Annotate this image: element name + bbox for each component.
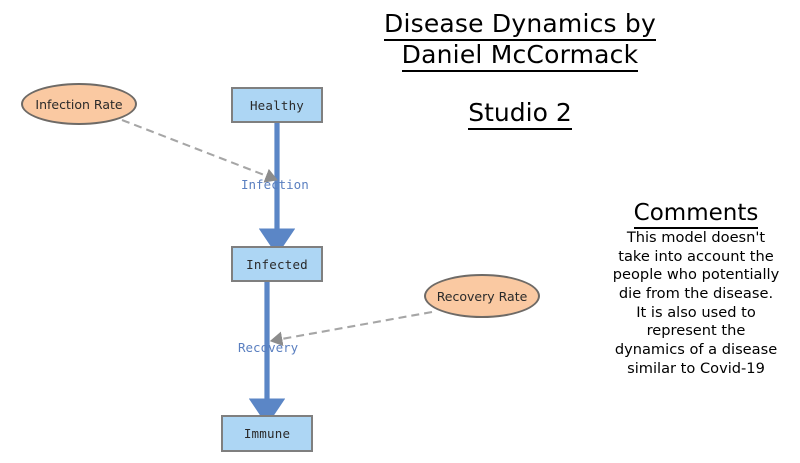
page-title-line-1-text: Disease Dynamics by: [384, 9, 656, 41]
page-title-line-2: Daniel McCormack: [360, 39, 680, 72]
stock-immune[interactable]: Immune: [221, 415, 313, 452]
stock-healthy[interactable]: Healthy: [231, 87, 323, 123]
page-subtitle-row: Studio 2: [360, 98, 680, 130]
flow-label-infection: Infection: [241, 177, 309, 192]
page-title-line-2-text: Daniel McCormack: [401, 40, 639, 72]
influence-link-recovery-rate: [269, 310, 433, 347]
stock-healthy-label: Healthy: [249, 97, 305, 113]
flow-label-recovery: Recovery: [238, 340, 299, 355]
stock-immune-label: Immune: [243, 426, 291, 441]
page-title: Disease Dynamics by Daniel McCormack: [360, 8, 680, 72]
stock-infected[interactable]: Infected: [231, 246, 323, 282]
page-subtitle: Studio 2: [360, 98, 680, 130]
influence-link-infection-rate: [121, 119, 278, 183]
rate-recovery-rate[interactable]: Recovery Rate: [424, 274, 540, 318]
page-subtitle-text: Studio 2: [468, 98, 572, 130]
stock-infected-label: Infected: [246, 256, 308, 272]
comments-body: This model doesn't take into account the…: [612, 229, 780, 377]
page-title-line-1: Disease Dynamics by: [360, 8, 680, 41]
rate-infection-rate-label: Infection Rate: [35, 96, 123, 112]
rate-infection-rate[interactable]: Infection Rate: [21, 83, 137, 125]
comments-heading: Comments: [598, 200, 794, 229]
comments-heading-text: Comments: [633, 200, 759, 229]
rate-recovery-rate-label: Recovery Rate: [436, 288, 528, 304]
comments-panel: Comments This model doesn't take into ac…: [598, 200, 794, 378]
